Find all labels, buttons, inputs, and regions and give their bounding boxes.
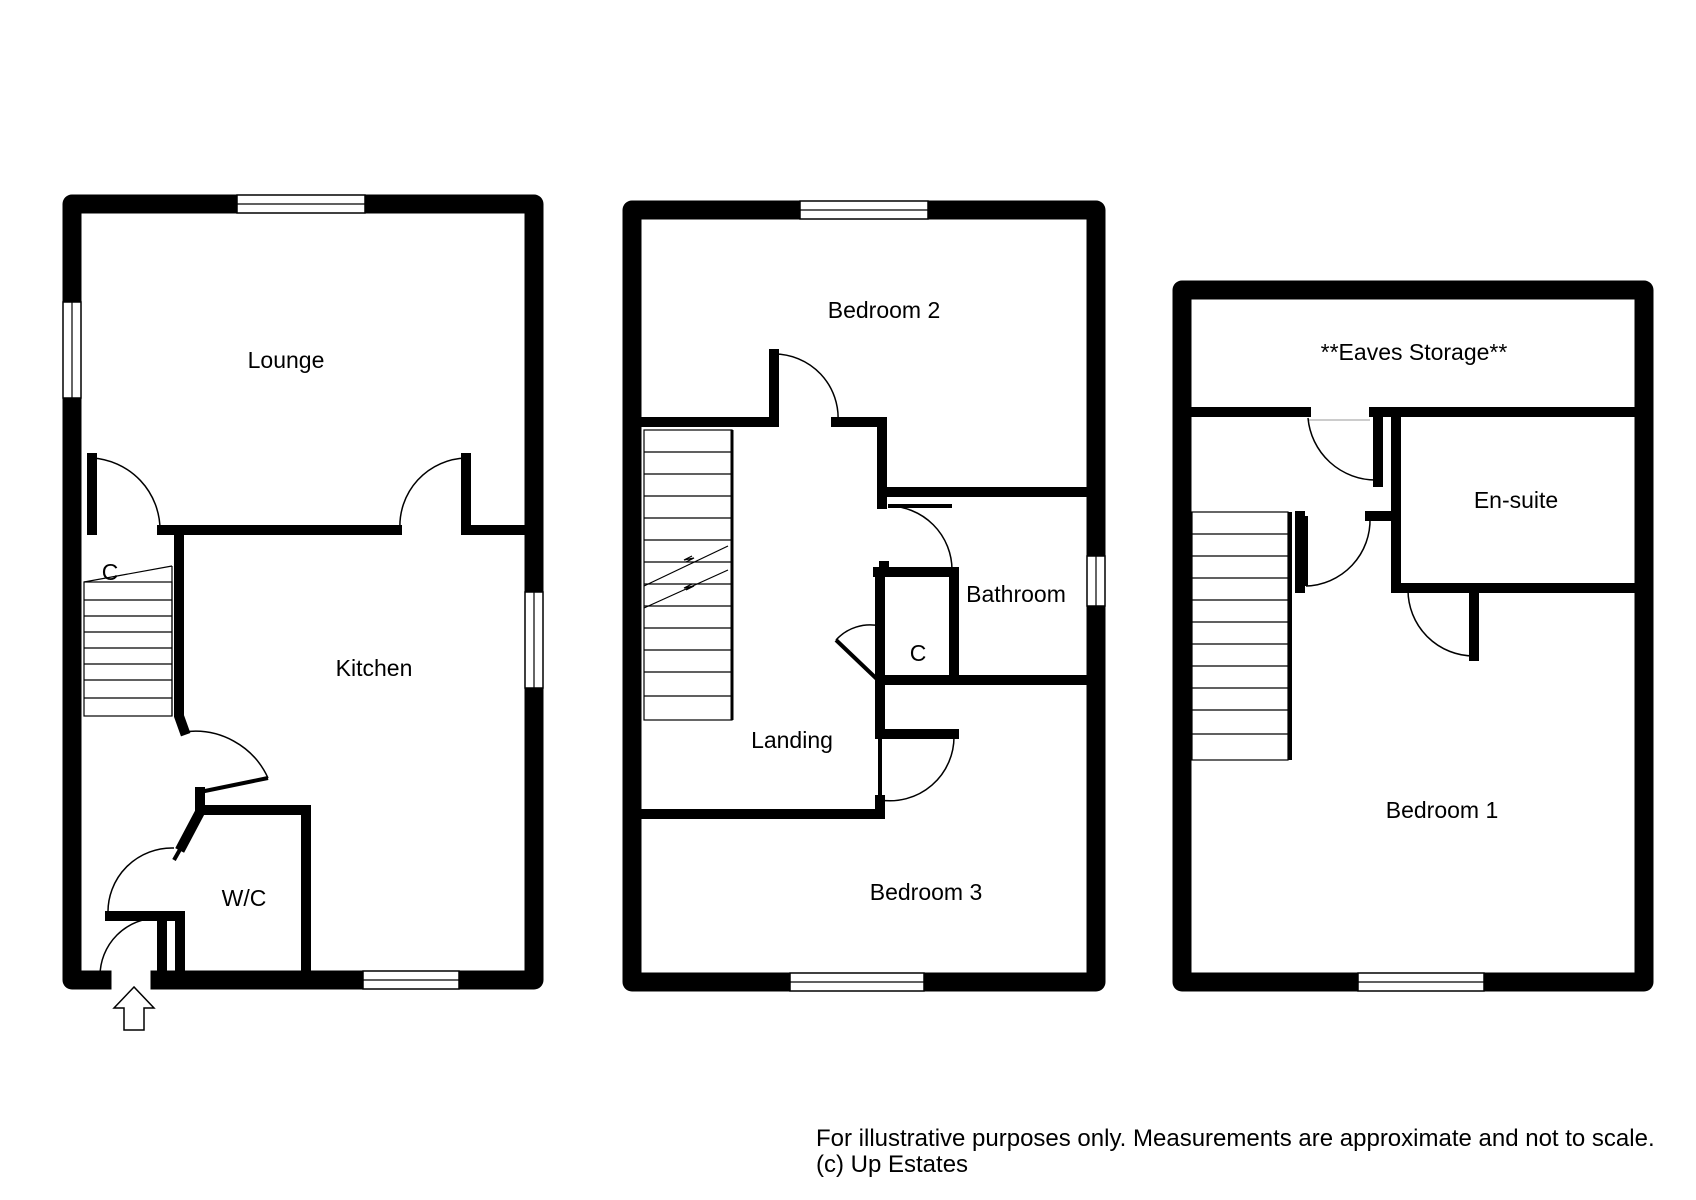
wc-door	[107, 845, 184, 915]
landing-cupboard-door	[834, 624, 882, 684]
wc-walls	[175, 787, 311, 979]
first-floor: Bedroom 2 Bathroom C Landing Bedroom 3	[622, 200, 1106, 992]
copyright-text: (c) Up Estates	[816, 1151, 969, 1178]
stair-landing-door	[1304, 516, 1371, 587]
hall-kitchen-door	[183, 730, 269, 794]
room-label-bedroom-2: Bedroom 2	[828, 297, 941, 323]
front-door	[99, 917, 159, 977]
room-label-bedroom-1: Bedroom 1	[1386, 797, 1499, 823]
bedroom-2-window	[799, 200, 929, 220]
room-label-bedroom-3: Bedroom 3	[870, 879, 983, 905]
wc-lower-wall	[105, 911, 185, 979]
disclaimer-text: For illustrative purposes only. Measurem…	[816, 1125, 1655, 1152]
room-label-kitchen: Kitchen	[336, 655, 413, 681]
entrance-arrow-icon	[112, 985, 156, 1031]
second-floor-stairs	[1191, 511, 1292, 761]
stair-partition	[174, 527, 191, 737]
footer-disclaimer: For illustrative purposes only. Measurem…	[816, 1126, 1655, 1178]
bedroom-1-window	[1357, 972, 1485, 992]
room-label-lounge: Lounge	[248, 347, 325, 373]
room-label-en-suite: En-suite	[1474, 487, 1558, 513]
lounge-kitchen-door	[399, 457, 468, 531]
ground-floor-stairs	[83, 565, 173, 717]
second-floor-outer-wall	[1172, 280, 1654, 992]
second-floor: **Eaves Storage** En-suite Bedroom 1	[1172, 280, 1654, 992]
lounge-cupboard-door	[90, 457, 161, 531]
room-label-cupboard-first: C	[910, 640, 927, 666]
bedroom-3-window	[789, 972, 925, 992]
bedroom-2-door	[772, 353, 839, 423]
bedroom-3-door	[878, 735, 955, 802]
room-label-landing: Landing	[751, 727, 833, 753]
bathroom-door	[887, 504, 953, 571]
ground-floor: Lounge Kitchen W/C C	[62, 194, 544, 1031]
en-suite-door	[1407, 589, 1476, 657]
lounge-window-left	[62, 301, 82, 399]
bathroom-window	[1086, 555, 1106, 607]
kitchen-window-bottom	[362, 970, 460, 990]
kitchen-window-right	[524, 591, 544, 689]
en-suite-walls	[1365, 407, 1641, 661]
first-floor-outer-wall	[622, 200, 1106, 992]
room-label-bathroom: Bathroom	[966, 581, 1066, 607]
room-label-wc: W/C	[222, 885, 267, 911]
first-floor-stairs	[643, 429, 734, 721]
eaves-door	[1307, 412, 1378, 481]
room-label-cupboard-ground: C	[102, 559, 119, 585]
lounge-window-top	[236, 194, 366, 214]
room-label-eaves-storage: **Eaves Storage**	[1321, 339, 1508, 365]
